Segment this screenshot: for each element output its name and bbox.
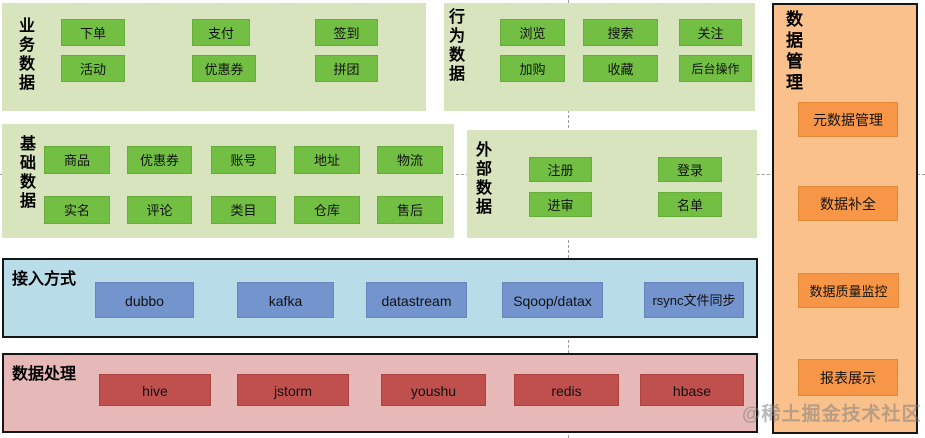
panel-access-title: 接入方式 bbox=[12, 271, 77, 288]
processing-node: jstorm bbox=[237, 374, 349, 406]
basic-node: 实名 bbox=[44, 196, 110, 224]
external-node: 进审 bbox=[529, 192, 592, 217]
external-node: 注册 bbox=[529, 157, 592, 182]
external-node: 登录 bbox=[658, 157, 722, 182]
behavior-node: 收藏 bbox=[583, 55, 658, 82]
panel-external-title: 外部数据 bbox=[476, 142, 493, 216]
panel-management: 数据管理 元数据管理 数据补全 数据质量监控 报表展示 bbox=[772, 3, 918, 434]
business-node: 下单 bbox=[61, 19, 125, 46]
panel-basic-title: 基础数据 bbox=[20, 136, 37, 210]
basic-node: 仓库 bbox=[294, 196, 360, 224]
basic-node: 地址 bbox=[294, 146, 360, 174]
business-node: 活动 bbox=[61, 55, 125, 82]
access-node: Sqoop/datax bbox=[502, 282, 603, 318]
processing-node: redis bbox=[514, 374, 619, 406]
panel-behavior-title: 行为数据 bbox=[449, 9, 466, 83]
basic-node: 类目 bbox=[211, 196, 276, 224]
business-node: 优惠券 bbox=[192, 55, 256, 82]
panel-management-title: 数据管理 bbox=[786, 10, 803, 92]
panel-processing: 数据处理 hive jstorm youshu redis hbase bbox=[2, 353, 758, 433]
access-node: kafka bbox=[237, 282, 334, 318]
basic-node: 评论 bbox=[127, 196, 192, 224]
behavior-node: 加购 bbox=[500, 55, 565, 82]
processing-node: hbase bbox=[640, 374, 744, 406]
panel-business-title: 业务数据 bbox=[19, 18, 36, 92]
management-node: 元数据管理 bbox=[798, 102, 898, 137]
access-node: datastream bbox=[366, 282, 467, 318]
panel-processing-title: 数据处理 bbox=[12, 366, 77, 383]
panel-external: 外部数据 注册 登录 进审 名单 bbox=[467, 130, 757, 238]
business-node: 拼团 bbox=[315, 55, 378, 82]
panel-business: 业务数据 下单 支付 签到 活动 优惠券 拼团 bbox=[2, 3, 426, 111]
behavior-node: 搜索 bbox=[583, 19, 658, 46]
panel-basic: 基础数据 商品 优惠券 账号 地址 物流 实名 评论 类目 仓库 售后 bbox=[2, 124, 454, 238]
panel-behavior: 行为数据 浏览 搜索 关注 加购 收藏 后台操作 bbox=[444, 3, 755, 111]
processing-node: hive bbox=[99, 374, 211, 406]
basic-node: 售后 bbox=[377, 196, 443, 224]
watermark: @稀土掘金技术社区 bbox=[742, 404, 922, 425]
horizontal-guide-line bbox=[0, 174, 925, 175]
basic-node: 物流 bbox=[377, 146, 443, 174]
access-node: dubbo bbox=[95, 282, 194, 318]
panel-access: 接入方式 dubbo kafka datastream Sqoop/datax … bbox=[2, 258, 758, 338]
processing-node: youshu bbox=[381, 374, 486, 406]
business-node: 签到 bbox=[315, 19, 378, 46]
basic-node: 账号 bbox=[211, 146, 276, 174]
access-node: rsync文件同步 bbox=[644, 282, 744, 318]
management-node: 报表展示 bbox=[798, 359, 898, 396]
behavior-node: 浏览 bbox=[500, 19, 565, 46]
business-node: 支付 bbox=[192, 19, 250, 46]
basic-node: 商品 bbox=[44, 146, 110, 174]
management-node: 数据质量监控 bbox=[798, 273, 899, 308]
basic-node: 优惠券 bbox=[127, 146, 192, 174]
behavior-node: 关注 bbox=[679, 19, 742, 46]
behavior-node: 后台操作 bbox=[679, 55, 752, 82]
external-node: 名单 bbox=[658, 192, 722, 217]
management-node: 数据补全 bbox=[798, 186, 898, 221]
